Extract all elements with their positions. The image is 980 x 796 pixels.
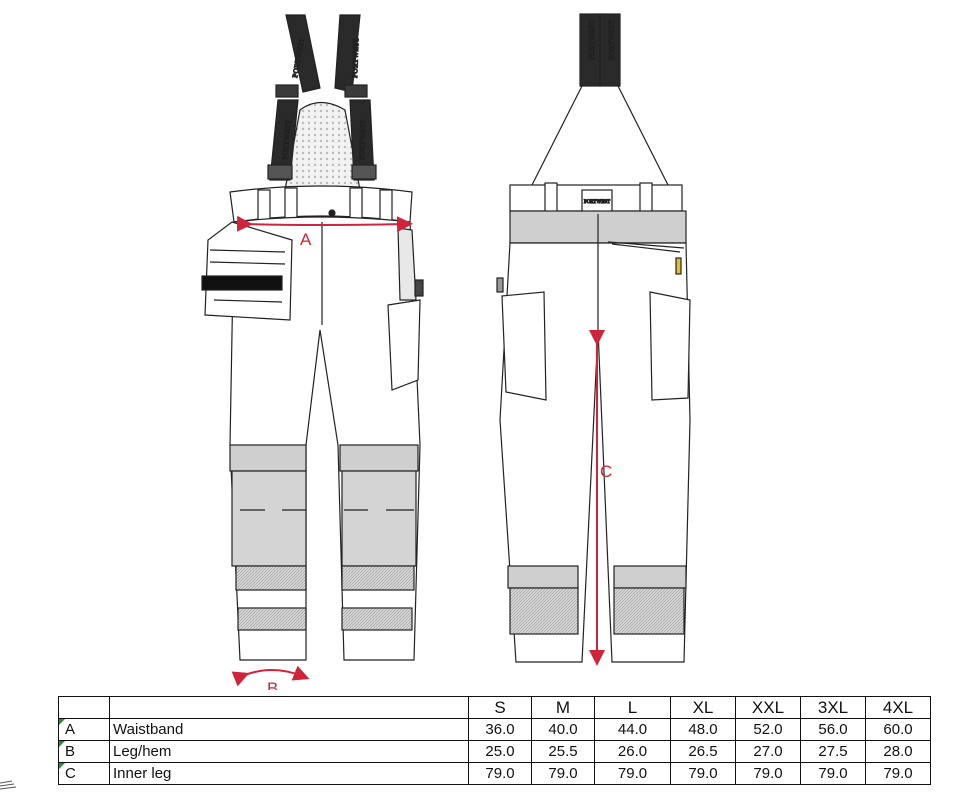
size-header-3xl: 3XL [800,696,866,719]
garment-technical-drawing: PORTWEST PORTWEST PORTWEST PORTWEST [201,13,691,690]
table-row: A Waistband 36.0 40.0 44.0 48.0 52.0 56.… [58,718,931,741]
back-brace: PORTWEST PORTWEST [531,13,669,186]
size-header-xl: XL [670,696,736,719]
size-header-s: S [468,696,532,719]
cell-value: 79.0 [670,762,736,785]
cell-value: 52.0 [735,718,801,741]
measure-b-label: B [267,679,278,690]
table-row: C Inner leg 79.0 79.0 79.0 79.0 79.0 79.… [58,762,931,785]
brand-mark-icon [0,780,17,790]
front-left-knee-band [229,444,307,472]
table-row: B Leg/hem 25.0 25.5 26.0 26.5 27.0 27.5 … [58,740,931,763]
back-left-strap-brand: PORTWEST [588,19,596,60]
cell-value: 28.0 [865,740,931,763]
front-brace-left: PORTWEST PORTWEST [267,14,321,181]
row-name: Inner leg [109,762,469,785]
size-header-l: L [594,696,671,719]
measure-a-label: A [300,230,312,249]
front-right-hem-band-1 [341,565,415,591]
cell-value: 79.0 [468,762,532,785]
cell-value: 40.0 [531,718,595,741]
row-name: Waistband [109,718,469,741]
front-right-knee-band [339,444,419,472]
front-right-hem-band-2 [341,607,413,631]
cell-value: 36.0 [468,718,532,741]
back-left-calf-band [507,565,579,589]
back-view: PORTWEST PORTWEST PORTWEST [496,13,691,663]
size-header-m: M [531,696,595,719]
row-name: Leg/hem [109,740,469,763]
size-chart-table: S M L XL XXL 3XL 4XL A Waistband 36.0 40… [58,696,931,785]
row-code: A [58,718,110,741]
measure-hem-b: B [231,665,310,690]
cell-value: 26.0 [594,740,671,763]
cell-value: 79.0 [735,762,801,785]
cell-value: 27.5 [800,740,866,763]
front-right-strap-brand: PORTWEST [351,37,360,78]
cell-value: 56.0 [800,718,866,741]
cell-value: 27.0 [735,740,801,763]
front-brace-right: PORTWEST PORTWEST [334,14,377,181]
front-right-lower-strap-brand: PORTWEST [358,119,367,160]
cell-value: 79.0 [800,762,866,785]
front-left-hem-band-2 [237,607,307,631]
cell-value: 48.0 [670,718,736,741]
cell-value: 25.5 [531,740,595,763]
size-header-row: S M L XL XXL 3XL 4XL [58,696,931,719]
cell-value: 79.0 [531,762,595,785]
size-header-xxl: XXL [735,696,801,719]
cell-value: 26.5 [670,740,736,763]
cell-value: 79.0 [594,762,671,785]
measure-inner-leg-c: C [589,330,612,666]
cell-value: 60.0 [865,718,931,741]
row-code: B [58,740,110,763]
cell-value: 44.0 [594,718,671,741]
size-header-4xl: 4XL [865,696,931,719]
front-holster-pocket [204,221,293,321]
front-view: PORTWEST PORTWEST PORTWEST PORTWEST [201,14,424,661]
back-label-brand: PORTWEST [584,200,610,205]
measure-waistband-a: A [236,215,413,249]
row-code: C [58,762,110,785]
cell-value: 79.0 [865,762,931,785]
header-blank-code [58,696,110,719]
header-blank-name [109,696,469,719]
front-left-hem-band-1 [235,565,307,591]
cell-value: 25.0 [468,740,532,763]
back-right-strap-brand: PORTWEST [608,19,616,60]
measure-c-label: C [600,462,612,481]
back-right-calf-band [613,565,687,589]
